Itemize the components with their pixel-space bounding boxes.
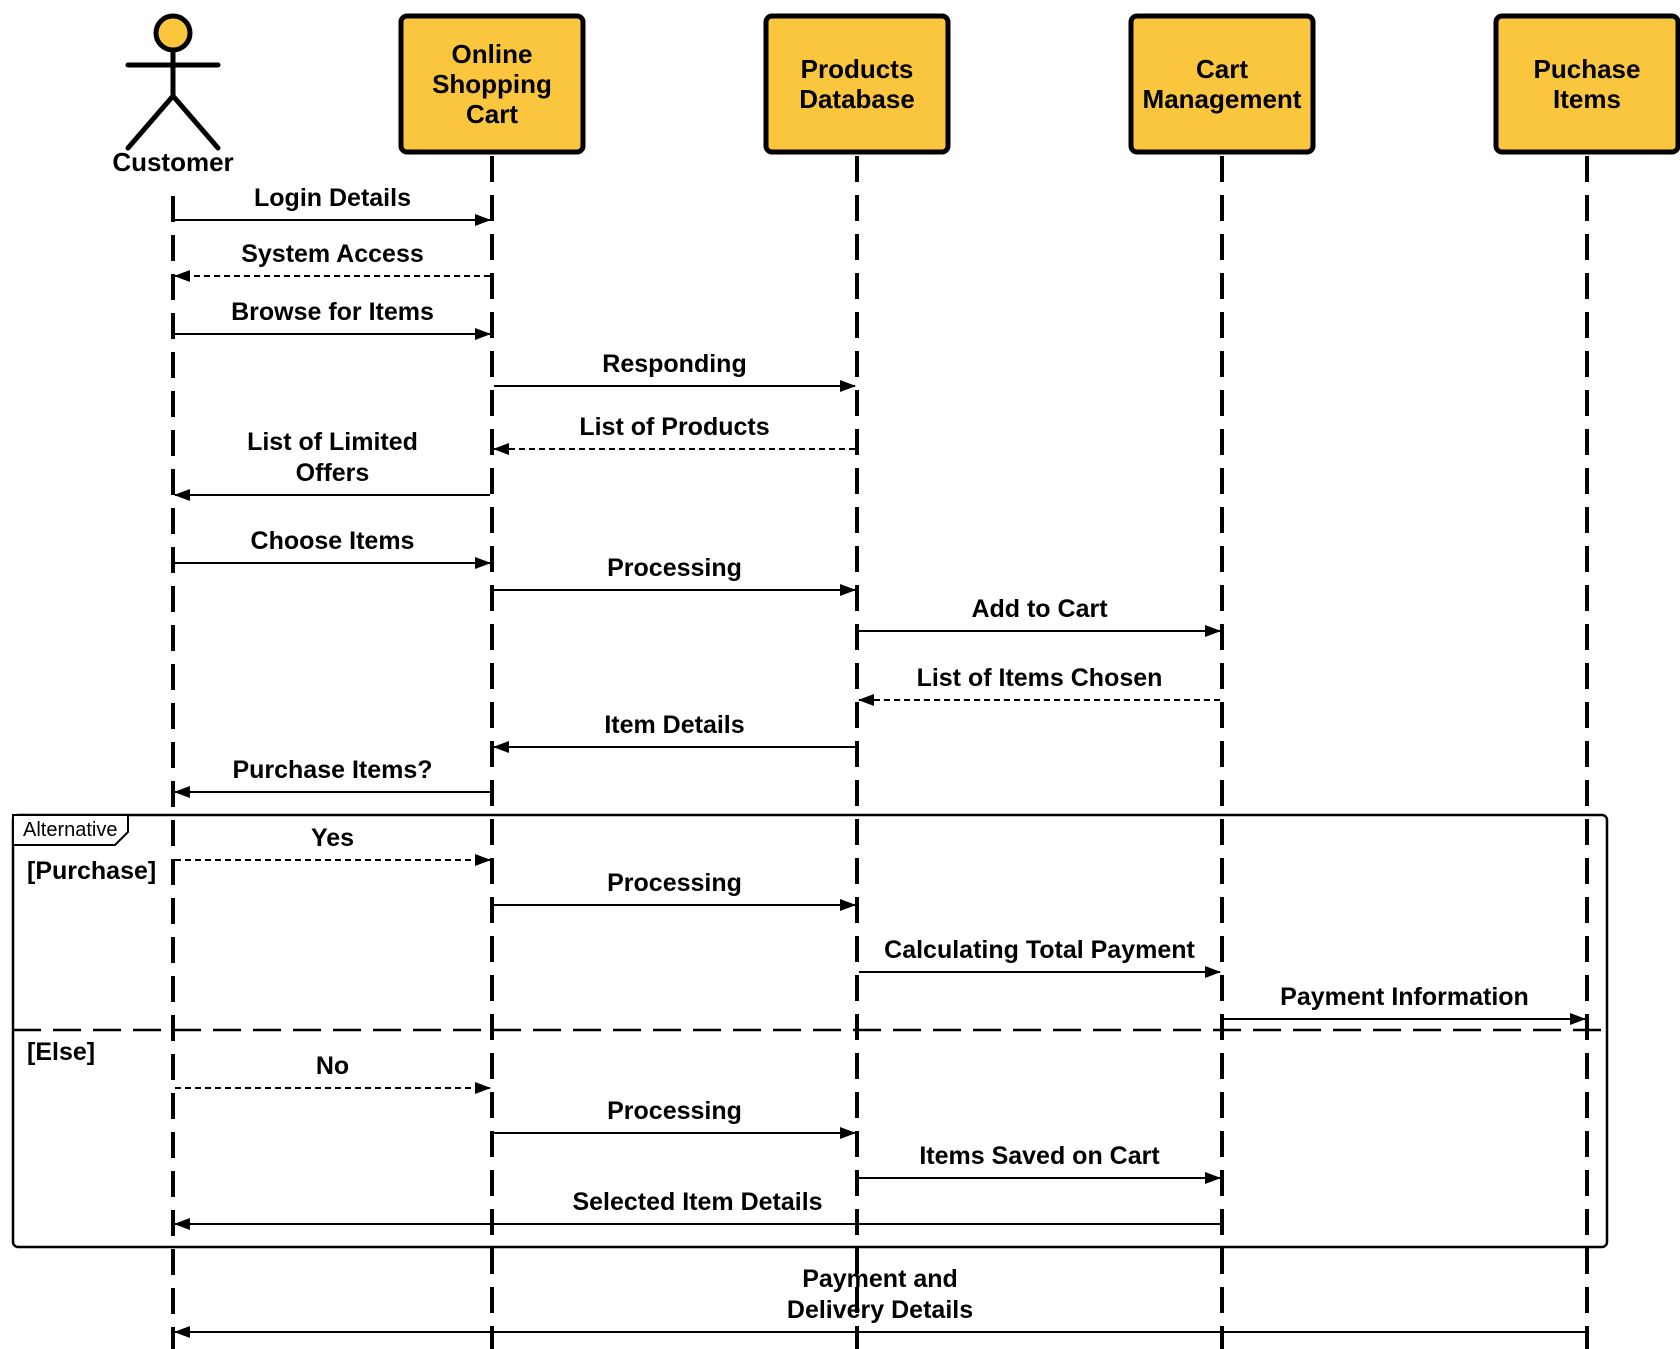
guard-else: [Else]	[27, 1038, 95, 1066]
message-arrow: Calculating Total Payment	[859, 936, 1221, 978]
participant-label: Online	[452, 39, 533, 69]
message-label: Responding	[602, 350, 746, 378]
actor-label: Customer	[112, 147, 233, 177]
message-arrow: Yes	[175, 824, 491, 866]
participant-label: Puchase	[1534, 54, 1641, 84]
participant-label: Cart	[1196, 54, 1248, 84]
participant-label: Items	[1553, 84, 1621, 114]
message-arrow: Login Details	[175, 184, 491, 226]
message-arrow: Processing	[494, 1097, 856, 1139]
message-label: Offers	[296, 459, 370, 487]
message-arrow: Choose Items	[175, 527, 491, 569]
message-label: Processing	[607, 869, 742, 897]
message-arrow: Processing	[494, 554, 856, 596]
alt-frame-tab	[12, 814, 129, 846]
participant-box	[1493, 13, 1680, 155]
message-label: No	[316, 1052, 349, 1080]
message-label: Yes	[311, 824, 354, 852]
message-arrow: Payment Information	[1224, 983, 1586, 1025]
message-arrow: Purchase Items?	[174, 756, 490, 798]
message-arrow: Browse for Items	[175, 298, 491, 340]
message-arrow: Add to Cart	[859, 595, 1221, 637]
message-label: Item Details	[604, 711, 744, 739]
message-arrow: System Access	[174, 240, 490, 282]
actor-head-icon	[153, 13, 193, 53]
alt-operator-label: Alternative	[23, 819, 118, 841]
message-arrow: Selected Item Details	[174, 1188, 1220, 1230]
message-label: Payment and	[802, 1265, 958, 1293]
participant-box	[398, 13, 586, 155]
participant-label: Management	[1143, 84, 1302, 114]
message-label: Browse for Items	[231, 298, 434, 326]
message-arrow: Processing	[494, 869, 856, 911]
message-label: Login Details	[254, 184, 411, 212]
message-label: List of Items Chosen	[917, 664, 1163, 692]
message-arrow: No	[175, 1052, 491, 1094]
message-label: Purchase Items?	[232, 756, 432, 784]
message-label: Selected Item Details	[572, 1188, 822, 1216]
message-arrow: Responding	[494, 350, 856, 392]
message-arrow: Item Details	[493, 711, 855, 753]
message-label: Add to Cart	[971, 595, 1108, 623]
message-label: System Access	[241, 240, 424, 268]
message-label: Processing	[607, 1097, 742, 1125]
message-label: Calculating Total Payment	[884, 936, 1195, 964]
participant-label: Shopping	[432, 69, 552, 99]
message-label: List of Limited	[247, 428, 418, 456]
message-arrow: Items Saved on Cart	[859, 1142, 1221, 1184]
participant-label: Database	[799, 84, 915, 114]
message-label: Choose Items	[251, 527, 415, 555]
message-label: Delivery Details	[787, 1296, 973, 1324]
message-arrow: List of Items Chosen	[858, 664, 1220, 706]
participant-label: Cart	[466, 99, 518, 129]
message-arrow: List of Products	[493, 413, 855, 455]
participant-box	[763, 13, 951, 155]
participants: OnlineShoppingCartProductsDatabaseCartMa…	[398, 13, 1680, 155]
message-label: Payment Information	[1280, 983, 1529, 1011]
participant-box	[1128, 13, 1316, 155]
message-label: List of Products	[579, 413, 769, 441]
message-label: Processing	[607, 554, 742, 582]
alt-fragment: Alternative [Purchase] [Else]	[11, 813, 1609, 1249]
participant-label: Products	[801, 54, 914, 84]
guard-purchase: [Purchase]	[27, 857, 156, 885]
customer-actor: Customer	[112, 13, 234, 177]
alt-frame	[11, 813, 1609, 1249]
lifelines	[171, 156, 1589, 1349]
message-label: Items Saved on Cart	[919, 1142, 1160, 1170]
